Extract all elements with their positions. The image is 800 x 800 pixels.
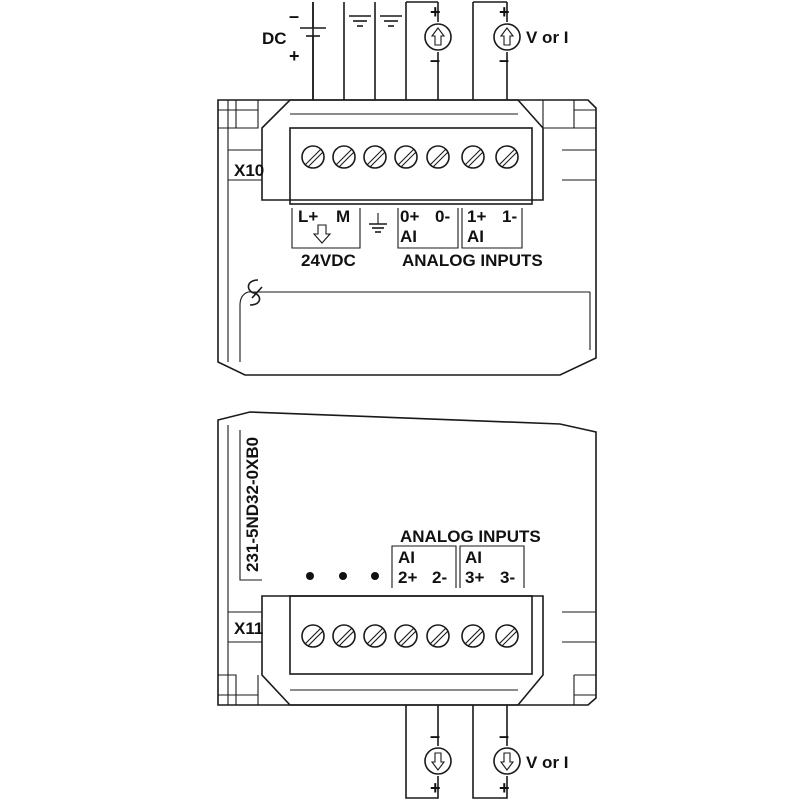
top-module-housing bbox=[217, 99, 597, 376]
source-ai3-minus: – bbox=[499, 726, 509, 746]
terminal-ai1-pos: 1+ bbox=[467, 207, 486, 226]
top-wires bbox=[312, 1, 508, 100]
current-source-icon bbox=[424, 746, 452, 776]
bottom-wires bbox=[405, 705, 508, 799]
siemens-logo-icon bbox=[247, 279, 263, 306]
terminal-ai1-neg: 1- bbox=[502, 207, 517, 226]
source-label-bottom: V or I bbox=[526, 753, 569, 772]
source-label-top: V or I bbox=[526, 28, 569, 47]
top-terminal-labels bbox=[291, 208, 523, 249]
screw-terminal-icon[interactable] bbox=[301, 145, 325, 169]
screw-terminal-icon[interactable] bbox=[461, 145, 485, 169]
terminal-ai0-neg: 0- bbox=[435, 207, 450, 226]
screw-terminal-icon[interactable] bbox=[461, 624, 485, 648]
supply-minus-sign: – bbox=[289, 6, 299, 26]
screw-terminal-icon[interactable] bbox=[394, 145, 418, 169]
terminal-ai3-neg: 3- bbox=[500, 568, 515, 587]
source-ai0-minus: – bbox=[430, 50, 440, 70]
screw-terminal-icon[interactable] bbox=[332, 624, 356, 648]
terminal-lplus: L+ bbox=[298, 207, 318, 226]
current-source-icon bbox=[493, 22, 521, 52]
arrow-down-icon bbox=[312, 224, 332, 244]
screw-terminal-icon[interactable] bbox=[332, 145, 356, 169]
screw-terminal-icon[interactable] bbox=[495, 145, 519, 169]
terminal-ai0-ai: AI bbox=[400, 227, 417, 246]
part-number: 231-5ND32-0XB0 bbox=[243, 437, 262, 572]
screw-terminal-icon[interactable] bbox=[495, 624, 519, 648]
source-ai3-plus: + bbox=[499, 778, 510, 798]
terminal-ai2-neg: 2- bbox=[432, 568, 447, 587]
bottom-terminal-labels bbox=[391, 545, 525, 588]
group-analog-inputs-bottom: ANALOG INPUTS bbox=[400, 527, 541, 546]
terminal-m: M bbox=[336, 207, 350, 226]
supply-plus-sign: + bbox=[289, 46, 300, 66]
screw-terminal-icon[interactable] bbox=[363, 145, 387, 169]
source-ai1-minus: – bbox=[499, 50, 509, 70]
screw-terminal-icon[interactable] bbox=[363, 624, 387, 648]
supply-label: DC bbox=[262, 29, 287, 48]
connector-label-x11: X11 bbox=[234, 619, 263, 638]
source-ai2-plus: + bbox=[430, 778, 441, 798]
terminal-ai0-pos: 0+ bbox=[400, 207, 419, 226]
battery-icon bbox=[300, 2, 326, 100]
screw-terminal-icon[interactable] bbox=[394, 624, 418, 648]
unused-terminal-dots bbox=[306, 572, 379, 580]
top-terminal-screws[interactable] bbox=[301, 145, 519, 169]
bottom-terminal-screws[interactable] bbox=[301, 624, 519, 648]
ground-icon bbox=[349, 15, 371, 27]
terminal-ai2-ai: AI bbox=[398, 548, 415, 567]
terminal-ai1-ai: AI bbox=[467, 227, 484, 246]
current-source-icon bbox=[493, 746, 521, 776]
terminal-ai3-pos: 3+ bbox=[465, 568, 484, 587]
source-ai0-plus: + bbox=[430, 2, 441, 22]
group-analog-inputs-top: ANALOG INPUTS bbox=[402, 251, 543, 270]
bottom-terminal-block bbox=[261, 595, 544, 706]
bottom-module-housing bbox=[217, 411, 597, 706]
ground-icon bbox=[380, 15, 402, 27]
connector-label-x10: X10 bbox=[234, 161, 264, 180]
current-source-icon bbox=[424, 22, 452, 52]
screw-terminal-icon[interactable] bbox=[301, 624, 325, 648]
screw-terminal-icon[interactable] bbox=[426, 145, 450, 169]
screw-terminal-icon[interactable] bbox=[426, 624, 450, 648]
ground-icon bbox=[369, 213, 387, 233]
terminal-ai2-pos: 2+ bbox=[398, 568, 417, 587]
source-ai2-minus: – bbox=[430, 726, 440, 746]
terminal-ai3-ai: AI bbox=[465, 548, 482, 567]
source-ai1-plus: + bbox=[499, 2, 510, 22]
top-terminal-block bbox=[261, 99, 544, 205]
group-24vdc: 24VDC bbox=[301, 251, 356, 270]
